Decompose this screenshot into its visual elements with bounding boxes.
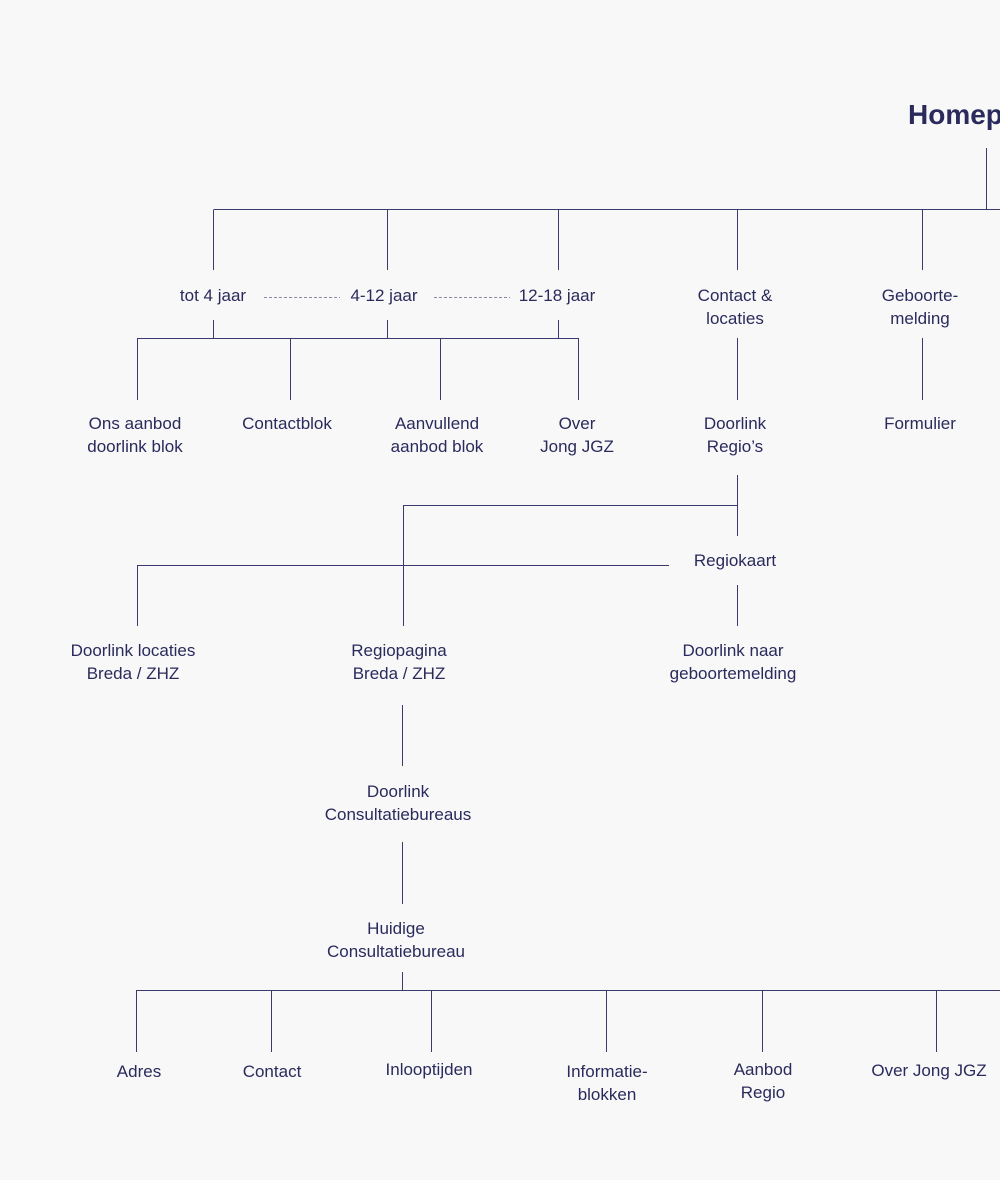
- node-line: Aanbod: [733, 1060, 793, 1079]
- node-line: Doorlink locaties: [70, 641, 196, 660]
- node-doorlink-consultatiebureaus: Doorlink Consultatiebureaus: [303, 780, 493, 826]
- node-contact: Contact: [242, 1062, 302, 1081]
- node-line: Jong JGZ: [540, 437, 614, 456]
- node-line: Ons aanbod: [88, 414, 182, 433]
- node-over-jong-jgz: Over Jong JGZ: [517, 412, 637, 458]
- node-line: Aanvullend: [394, 414, 480, 433]
- node-adres: Adres: [116, 1062, 162, 1081]
- node-line: Contact &: [697, 286, 773, 305]
- node-contactblok: Contactblok: [242, 414, 332, 433]
- node-aanbod-regio: Aanbod Regio: [713, 1058, 813, 1104]
- node-doorlink-locaties: Doorlink locaties Breda / ZHZ: [48, 639, 218, 685]
- node-over-jong-jgz-bottom: Over Jong JGZ: [871, 1061, 987, 1080]
- node-regiopagina: Regiopagina Breda / ZHZ: [329, 639, 469, 685]
- node-line: Regio’s: [706, 437, 764, 456]
- node-line: Over: [558, 414, 596, 433]
- node-line: aanbod blok: [390, 437, 484, 456]
- node-geboortemelding: Geboorte- melding: [855, 284, 985, 330]
- page-title: Homep: [908, 99, 1000, 130]
- node-line: Huidige: [367, 919, 425, 938]
- node-line: locaties: [706, 309, 764, 328]
- node-line: blokken: [577, 1085, 637, 1104]
- node-line: melding: [890, 309, 950, 328]
- node-formulier: Formulier: [884, 414, 956, 433]
- node-line: geboortemelding: [669, 664, 797, 683]
- node-ons-aanbod: Ons aanbod doorlink blok: [60, 412, 210, 458]
- node-inlooptijden: Inlooptijden: [385, 1060, 473, 1079]
- node-huidige-consultatiebureau: Huidige Consultatiebureau: [306, 917, 486, 963]
- node-line: Geboorte-: [881, 286, 959, 305]
- node-tot-4-jaar: tot 4 jaar: [179, 286, 247, 305]
- node-regiokaart: Regiokaart: [693, 551, 777, 570]
- node-line: doorlink blok: [87, 437, 183, 456]
- node-line: Doorlink: [366, 782, 430, 801]
- node-doorlink-regios: Doorlink Regio’s: [675, 412, 795, 458]
- node-contact-locaties: Contact & locaties: [665, 284, 805, 330]
- node-line: Doorlink: [703, 414, 767, 433]
- node-line: Regio: [740, 1083, 786, 1102]
- node-informatieblokken: Informatie- blokken: [542, 1060, 672, 1106]
- node-aanvullend-aanbod: Aanvullend aanbod blok: [367, 412, 507, 458]
- node-line: Informatie-: [566, 1062, 648, 1081]
- node-4-12-jaar: 4-12 jaar: [350, 286, 418, 305]
- node-12-18-jaar: 12-18 jaar: [518, 286, 596, 305]
- node-line: Consultatiebureau: [327, 942, 465, 961]
- node-line: Breda / ZHZ: [352, 664, 446, 683]
- node-line: Regiopagina: [351, 641, 447, 660]
- node-line: Consultatiebureaus: [324, 805, 472, 824]
- node-line: Doorlink naar: [682, 641, 784, 660]
- node-line: Breda / ZHZ: [86, 664, 180, 683]
- node-doorlink-geboortemelding: Doorlink naar geboortemelding: [648, 639, 818, 685]
